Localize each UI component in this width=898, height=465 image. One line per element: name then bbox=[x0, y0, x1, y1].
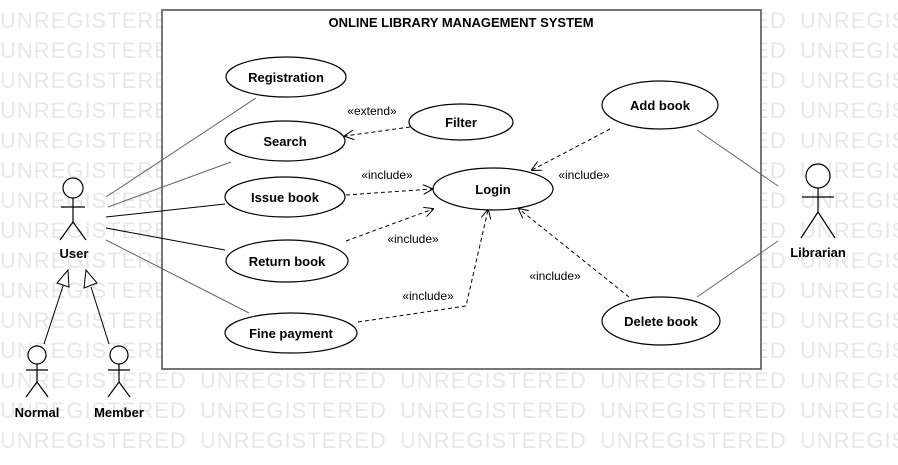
watermark-text: UNREGISTERED bbox=[800, 368, 898, 393]
include-add-login bbox=[532, 128, 611, 170]
include-label-delete: «include» bbox=[529, 269, 581, 283]
generalization-normal-user bbox=[43, 282, 65, 345]
include-label-issue: «include» bbox=[361, 168, 413, 182]
watermark-text: UNREGISTERED bbox=[200, 398, 387, 423]
watermark-text: UNREGISTERED bbox=[0, 308, 187, 333]
svg-text:Add book: Add book bbox=[630, 98, 691, 113]
watermark-text: UNREGISTERED bbox=[0, 428, 187, 453]
watermark-text: UNREGISTERED bbox=[0, 398, 187, 423]
include-label-fine: «include» bbox=[402, 289, 454, 303]
normal-icon bbox=[27, 345, 47, 365]
watermark-text: UNREGISTERED bbox=[0, 158, 187, 183]
actor-librarian: Librarian bbox=[790, 163, 846, 260]
watermark-text: UNREGISTERED bbox=[0, 38, 187, 63]
watermark-text: UNREGISTERED bbox=[400, 368, 587, 393]
actor-normal: Normal bbox=[15, 345, 60, 420]
actor-user: User bbox=[59, 177, 89, 261]
actor-normal-label: Normal bbox=[15, 405, 60, 420]
watermark-text: UNREGISTERED bbox=[800, 98, 898, 123]
watermark-text: UNREGISTERED bbox=[800, 398, 898, 423]
watermark-text: UNREGISTERED bbox=[800, 218, 898, 243]
generalization-head-member bbox=[83, 268, 98, 289]
watermark-text: UNREGISTERED bbox=[200, 428, 387, 453]
member-icon bbox=[109, 345, 129, 365]
user-icon bbox=[62, 177, 84, 199]
watermark-text: UNREGISTERED bbox=[0, 128, 187, 153]
generalization-head-normal bbox=[56, 268, 70, 288]
use-case-registration: Registration bbox=[225, 56, 347, 98]
svg-text:Login: Login bbox=[475, 182, 510, 197]
svg-text:Return book: Return book bbox=[249, 254, 326, 269]
watermark-text: UNREGISTERED bbox=[0, 218, 187, 243]
assoc-user-fine bbox=[105, 239, 250, 314]
watermark-text: UNREGISTERED bbox=[600, 398, 787, 423]
watermark-text: UNREGISTERED bbox=[800, 68, 898, 93]
assoc-librarian-add bbox=[696, 129, 779, 187]
watermark-text: UNREGISTERED bbox=[0, 248, 187, 273]
watermark-text: UNREGISTERED bbox=[400, 428, 587, 453]
assoc-user-return bbox=[105, 227, 226, 251]
svg-text:Search: Search bbox=[263, 134, 306, 149]
use-case-login: Login bbox=[432, 167, 554, 211]
assoc-librarian-delete bbox=[696, 240, 779, 298]
include-delete-login bbox=[519, 209, 630, 298]
svg-text:Fine payment: Fine payment bbox=[249, 326, 333, 341]
watermark-text: UNREGISTERED bbox=[0, 98, 187, 123]
svg-text:Filter: Filter bbox=[445, 115, 477, 130]
librarian-icon bbox=[805, 163, 831, 189]
watermark-text: UNREGISTERED bbox=[800, 428, 898, 453]
include-fine-login bbox=[357, 210, 488, 323]
actor-librarian-label: Librarian bbox=[790, 245, 846, 260]
assoc-user-registration bbox=[105, 97, 257, 198]
include-return-login bbox=[345, 209, 433, 242]
use-case-search: Search bbox=[224, 120, 346, 162]
use-case-fine-payment: Fine payment bbox=[224, 312, 358, 354]
svg-text:Issue book: Issue book bbox=[251, 190, 320, 205]
watermark-text: UNREGISTERED bbox=[400, 398, 587, 423]
svg-text:Registration: Registration bbox=[248, 70, 324, 85]
extend-label: «extend» bbox=[347, 104, 397, 118]
watermark-text: UNREGISTERED bbox=[600, 428, 787, 453]
watermark-text: UNREGISTERED bbox=[800, 278, 898, 303]
actor-user-label: User bbox=[60, 246, 89, 261]
watermark-text: UNREGISTERED bbox=[800, 248, 898, 273]
include-label-add: «include» bbox=[558, 168, 610, 182]
watermark-text: UNREGISTERED bbox=[800, 38, 898, 63]
svg-text:Delete book: Delete book bbox=[624, 314, 698, 329]
watermark-text: UNREGISTERED bbox=[800, 338, 898, 363]
use-case-delete-book: Delete book bbox=[601, 296, 721, 346]
use-case-return-book: Return book bbox=[225, 239, 349, 283]
watermark-text: UNREGISTERED bbox=[0, 188, 187, 213]
watermark-text: UNREGISTERED bbox=[0, 368, 187, 393]
watermark-text: UNREGISTERED bbox=[600, 368, 787, 393]
use-case-issue-book: Issue book bbox=[224, 176, 346, 218]
assoc-user-issue bbox=[105, 203, 226, 218]
actor-member-label: Member bbox=[94, 405, 144, 420]
watermark-text: UNREGISTERED bbox=[0, 68, 187, 93]
use-case-add-book: Add book bbox=[601, 80, 719, 130]
include-issue-login bbox=[345, 189, 432, 196]
include-label-return: «include» bbox=[387, 232, 439, 246]
actor-member: Member bbox=[94, 345, 144, 420]
watermark-text: UNREGISTERED bbox=[800, 308, 898, 333]
watermark-text: UNREGISTERED bbox=[200, 368, 387, 393]
watermark-text: UNREGISTERED bbox=[800, 8, 898, 33]
extend-filter-search bbox=[345, 126, 411, 136]
watermark-text: UNREGISTERED bbox=[800, 188, 898, 213]
assoc-user-search bbox=[107, 161, 232, 208]
watermark-text: UNREGISTERED bbox=[800, 128, 898, 153]
watermark-text: UNREGISTERED bbox=[0, 338, 187, 363]
use-case-filter: Filter bbox=[408, 103, 514, 141]
generalization-member-user bbox=[90, 286, 110, 345]
watermark-text: UNREGISTERED bbox=[0, 8, 187, 33]
system-title: ONLINE LIBRARY MANAGEMENT SYSTEM bbox=[328, 15, 593, 30]
